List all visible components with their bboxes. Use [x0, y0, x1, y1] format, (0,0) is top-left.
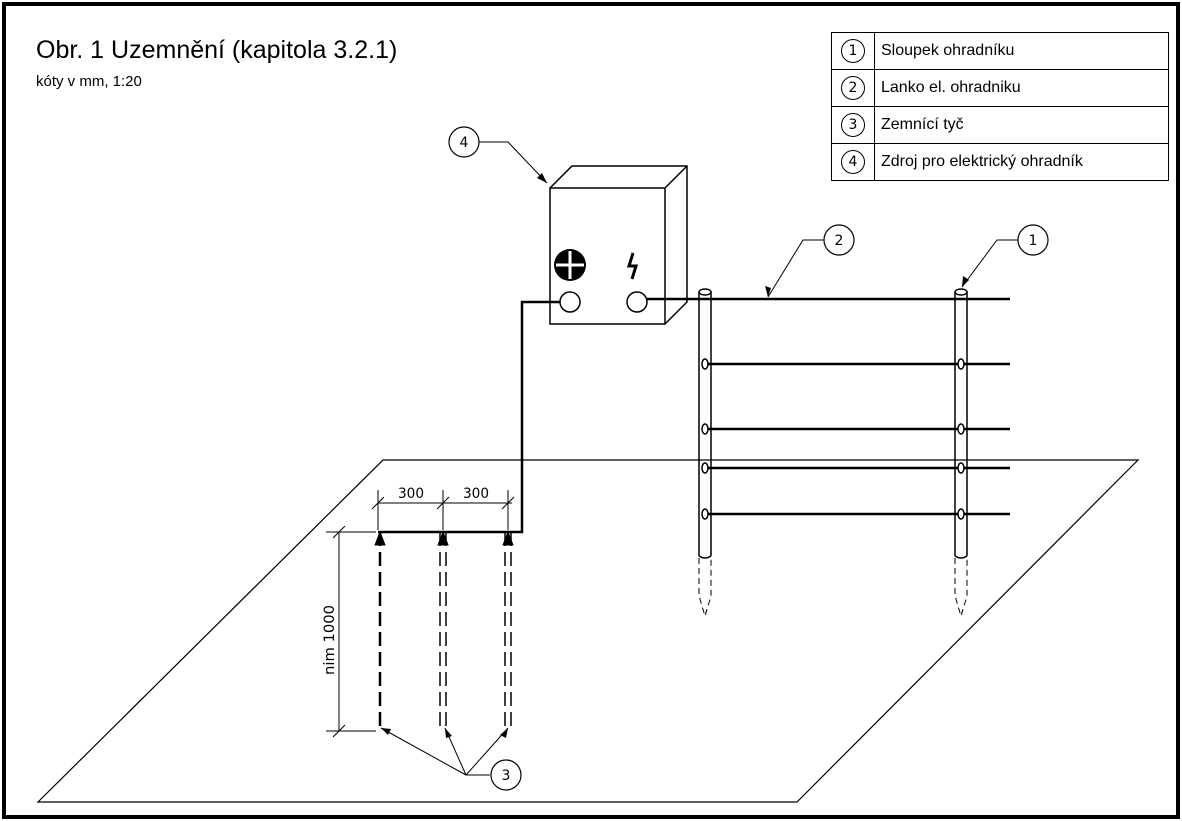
legend-label: Zdroj pro elektrický ohradník — [874, 143, 1169, 181]
lightning-icon — [626, 252, 639, 280]
legend-table: 1 Sloupek ohradníku 2 Lanko el. ohradnik… — [831, 32, 1169, 181]
ground-terminal — [559, 291, 581, 313]
legend-row: 1 Sloupek ohradníku — [831, 32, 1169, 70]
legend-number: 1 — [841, 39, 865, 63]
power-source-box — [549, 165, 688, 325]
fence-post-left — [698, 288, 712, 618]
dimension-label-spacing-2: 300 — [463, 486, 489, 502]
legend-number: 4 — [841, 150, 865, 174]
drawing-title: Obr. 1 Uzemnění (kapitola 3.2.1) — [36, 36, 398, 64]
fence-terminal — [626, 291, 648, 313]
legend-row: 3 Zemnící tyč — [831, 106, 1169, 144]
callout-wire: 2 — [823, 224, 855, 256]
ground-wire — [378, 300, 560, 534]
legend-number: 3 — [841, 113, 865, 137]
svg-text:3: 3 — [502, 768, 511, 784]
ground-rods — [374, 530, 514, 731]
svg-text:4: 4 — [460, 135, 469, 151]
dimension-label-depth: nim 1000 — [322, 605, 338, 675]
callout-rods: 3 — [490, 759, 522, 791]
legend-number: 2 — [841, 76, 865, 100]
dimension-depth — [326, 525, 376, 738]
legend-row: 2 Lanko el. ohradniku — [831, 69, 1169, 107]
dimension-label-spacing-1: 300 — [398, 486, 424, 502]
callout-arrowheads — [381, 173, 969, 738]
drawing-subtitle: kóty v mm, 1:20 — [36, 73, 142, 90]
legend-label: Sloupek ohradníku — [874, 32, 1169, 70]
svg-text:1: 1 — [1029, 233, 1038, 249]
fence-post-right — [954, 288, 968, 618]
legend-label: Lanko el. ohradniku — [874, 69, 1169, 107]
ground-terminal-icon — [554, 249, 586, 281]
dimension-spacing — [371, 490, 515, 530]
wire-insulators — [701, 358, 965, 520]
callout-post: 1 — [1017, 224, 1049, 256]
ground-plane — [36, 459, 1140, 803]
callout-source: 4 — [448, 126, 480, 158]
legend-label: Zemnící tyč — [874, 106, 1169, 144]
svg-text:2: 2 — [835, 233, 844, 249]
legend-row: 4 Zdroj pro elektrický ohradník — [831, 143, 1169, 181]
